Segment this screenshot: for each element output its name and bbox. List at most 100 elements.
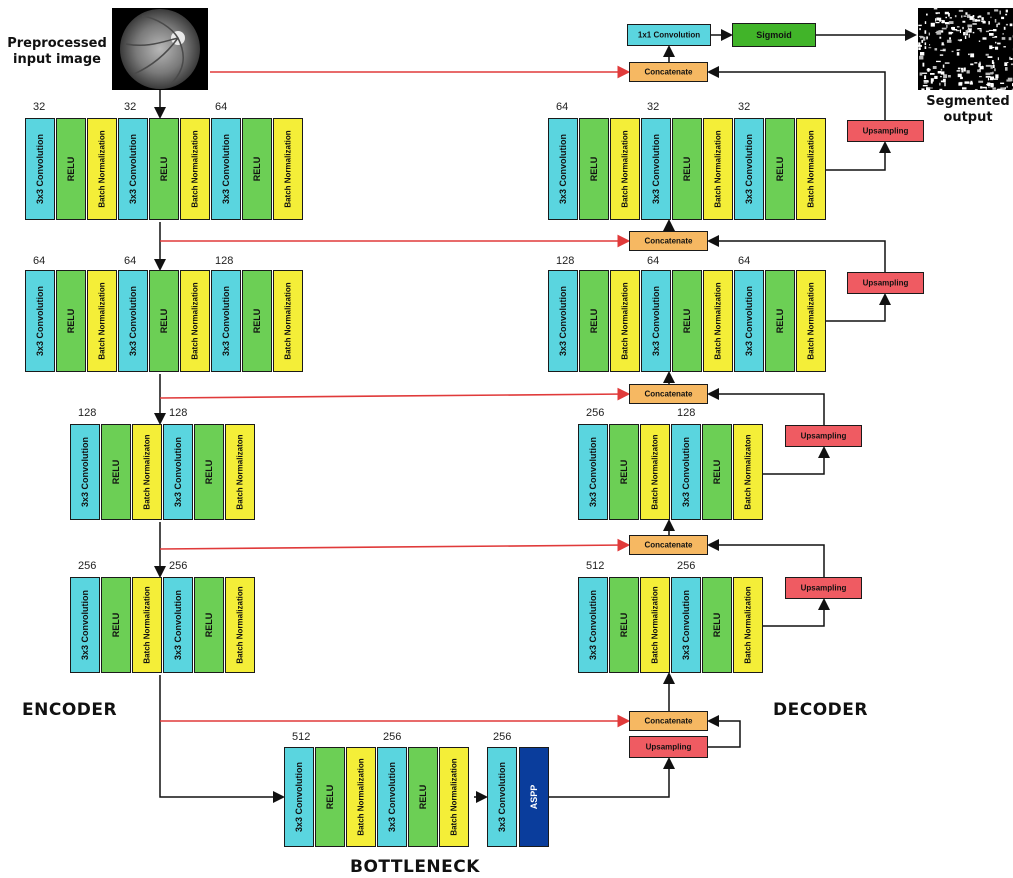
bn-label: Batch Normalization	[743, 586, 753, 664]
bn-block: Batch Normalization	[610, 270, 640, 372]
relu-label: RELU	[682, 308, 692, 334]
conv-block: 3x3 Convolution	[211, 118, 241, 220]
bn-block: Batch Normalization	[180, 270, 210, 372]
relu-label: RELU	[252, 156, 262, 182]
filter-count-label: 64	[215, 101, 228, 113]
conv-label: 3x3 Convolution	[294, 761, 304, 833]
conv-label: 3x3 Convolution	[681, 436, 691, 508]
bn-label: Batch Normalizaton	[235, 434, 245, 510]
bn-label: Batch Normalization	[283, 130, 293, 208]
upsample-label: Upsampling	[862, 126, 909, 136]
conv-block: 3x3 Convolution	[284, 747, 314, 847]
relu-block: RELU	[408, 747, 438, 847]
filter-count-label: 128	[169, 407, 188, 419]
conv-block: 3x3 Convolution	[671, 577, 701, 673]
relu-block: RELU	[101, 424, 131, 520]
bn-block: Batch Normalizaton	[132, 424, 162, 520]
conv-label: 3x3 Convolution	[651, 285, 661, 357]
relu-block: RELU	[242, 118, 272, 220]
bn-label: Batch Normalization	[190, 282, 200, 360]
filter-count-label: 32	[738, 101, 751, 113]
bn-block: Batch Normalization	[796, 118, 826, 220]
relu-label: RELU	[619, 612, 629, 638]
filter-count-label: 64	[738, 255, 751, 267]
relu-block: RELU	[242, 270, 272, 372]
filter-count-label: 128	[556, 255, 575, 267]
relu-block: RELU	[315, 747, 345, 847]
flow-arrow	[826, 141, 891, 171]
relu-block: RELU	[702, 577, 732, 673]
conv-label: 3x3 Convolution	[588, 436, 598, 508]
conv-label: 3x3 Convolution	[221, 133, 231, 205]
bn-label: Batch Normalization	[620, 282, 630, 360]
conv-block: 3x3 Convolution	[641, 118, 671, 220]
conv-block: 3x3 Convolution	[641, 270, 671, 372]
concat-label: Concatenate	[644, 716, 693, 726]
skip-arrow	[159, 387, 631, 401]
relu-label: RELU	[111, 459, 121, 485]
conv-block: 3x3 Convolution	[163, 577, 193, 673]
bn-label: Batch Normalization	[97, 130, 107, 208]
sigmoid-block: Sigmoid	[732, 23, 816, 47]
conv-block: 3x3 Convolution	[578, 577, 608, 673]
bn-block: Batch Normalization	[703, 270, 733, 372]
relu-block: RELU	[56, 118, 86, 220]
relu-block: RELU	[609, 577, 639, 673]
relu-label: RELU	[712, 612, 722, 638]
concat-block: Concatenate	[629, 711, 708, 731]
conv-block: 3x3 Convolution	[578, 424, 608, 520]
flow-arrow	[549, 757, 675, 798]
bn-label: Batch Normalizaton	[142, 434, 152, 510]
segmented-output-image	[918, 8, 1013, 90]
bn-label: Batch Normalization	[713, 130, 723, 208]
relu-label: RELU	[712, 459, 722, 485]
conv-label: 3x3 Convolution	[558, 285, 568, 357]
concat-block: Concatenate	[629, 231, 708, 251]
conv-block: 3x3 Convolution	[163, 424, 193, 520]
relu-block: RELU	[765, 118, 795, 220]
output-caption: Segmented output	[926, 94, 1010, 125]
relu-label: RELU	[589, 156, 599, 182]
skip-arrow	[159, 538, 631, 552]
bn-block: Batch Normalization	[225, 577, 255, 673]
upsample-block: Upsampling	[847, 272, 924, 294]
flow-arrow	[826, 293, 891, 322]
relu-label: RELU	[111, 612, 121, 638]
conv-block: 3x3 Convolution	[671, 424, 701, 520]
filter-count-label: 256	[586, 407, 605, 419]
bn-block: Batch Normalization	[273, 270, 303, 372]
relu-label: RELU	[775, 156, 785, 182]
decoder-label: DECODER	[773, 700, 868, 720]
relu-label: RELU	[775, 308, 785, 334]
relu-block: RELU	[194, 577, 224, 673]
bn-block: Batch Normalization	[439, 747, 469, 847]
bn-label: Batch Normalizaton	[743, 434, 753, 510]
encoder-label: ENCODER	[22, 700, 118, 720]
relu-block: RELU	[579, 270, 609, 372]
conv-block: 3x3 Convolution	[25, 270, 55, 372]
relu-label: RELU	[682, 156, 692, 182]
upsample-block: Upsampling	[847, 120, 924, 142]
conv-label: 3x3 Convolution	[173, 589, 183, 661]
conv-block: 3x3 Convolution	[487, 747, 517, 847]
flow-arrow	[762, 446, 830, 475]
flow-arrow	[159, 675, 285, 803]
concat-label: Concatenate	[644, 540, 693, 550]
bn-block: Batch Normalization	[273, 118, 303, 220]
bn-label: Batch Normalization	[713, 282, 723, 360]
conv-label: 3x3 Convolution	[744, 285, 754, 357]
flow-arrow	[762, 598, 830, 627]
concat-label: Concatenate	[644, 236, 693, 246]
relu-label: RELU	[619, 459, 629, 485]
conv-block: 3x3 Convolution	[734, 270, 764, 372]
conv-block: 3x3 Convolution	[548, 270, 578, 372]
bn-label: Batch Normalization	[806, 130, 816, 208]
filter-count-label: 128	[78, 407, 97, 419]
aspp-block: ASPP	[519, 747, 549, 847]
bn-label: Batch Normalization	[142, 586, 152, 664]
bn-label: Batch Normalizaton	[650, 434, 660, 510]
bn-block: Batch Normalization	[180, 118, 210, 220]
input-caption: Preprocessed input image	[7, 36, 107, 67]
conv-label: 3x3 Convolution	[681, 589, 691, 661]
